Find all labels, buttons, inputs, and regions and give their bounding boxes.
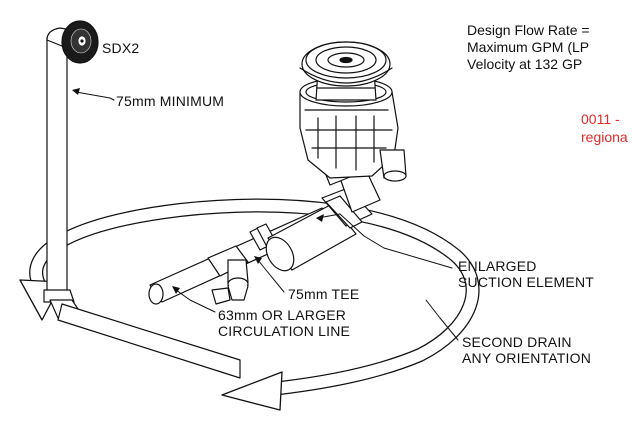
leader-circulation bbox=[175, 289, 216, 313]
enlarged-label-1: ENLARGED bbox=[458, 258, 537, 274]
note-line-1: 0011 - bbox=[581, 111, 620, 127]
bottom-arrowhead bbox=[221, 371, 283, 411]
enlarged-label-2: SUCTION ELEMENT bbox=[458, 274, 595, 290]
leader-second-drain bbox=[425, 299, 459, 341]
leader-lines bbox=[75, 91, 459, 341]
leader-enlarged bbox=[317, 213, 453, 269]
spec-max-gpm: Maximum GPM (LP bbox=[467, 39, 590, 55]
spec-velocity: Velocity at 132 GP bbox=[467, 56, 583, 72]
spec-design-flow: Design Flow Rate = bbox=[467, 22, 590, 38]
circulation-label-2: CIRCULATION LINE bbox=[218, 323, 351, 339]
lower-pipe bbox=[211, 287, 231, 305]
suction-cover bbox=[299, 41, 393, 87]
minimum-label: 75mm MINIMUM bbox=[116, 93, 225, 109]
circulation-label-1: 63mm OR LARGER bbox=[218, 307, 347, 323]
leader-tee bbox=[257, 259, 285, 293]
sdx2-cover bbox=[61, 20, 99, 64]
main-drain-body bbox=[299, 69, 407, 213]
second-drain-label-1: SECOND DRAIN bbox=[462, 334, 572, 350]
enlarged-suction-element bbox=[265, 187, 373, 272]
circulation-arrow bbox=[19, 198, 480, 411]
vertical-riser-pipe bbox=[43, 27, 81, 319]
leader-75mm-minimum bbox=[75, 91, 115, 101]
sdx2-label: SDX2 bbox=[102, 40, 140, 56]
second-drain-label-2: ANY ORIENTATION bbox=[462, 350, 592, 366]
note-line-2: regiona bbox=[581, 129, 628, 145]
tee-label: 75mm TEE bbox=[288, 286, 360, 302]
